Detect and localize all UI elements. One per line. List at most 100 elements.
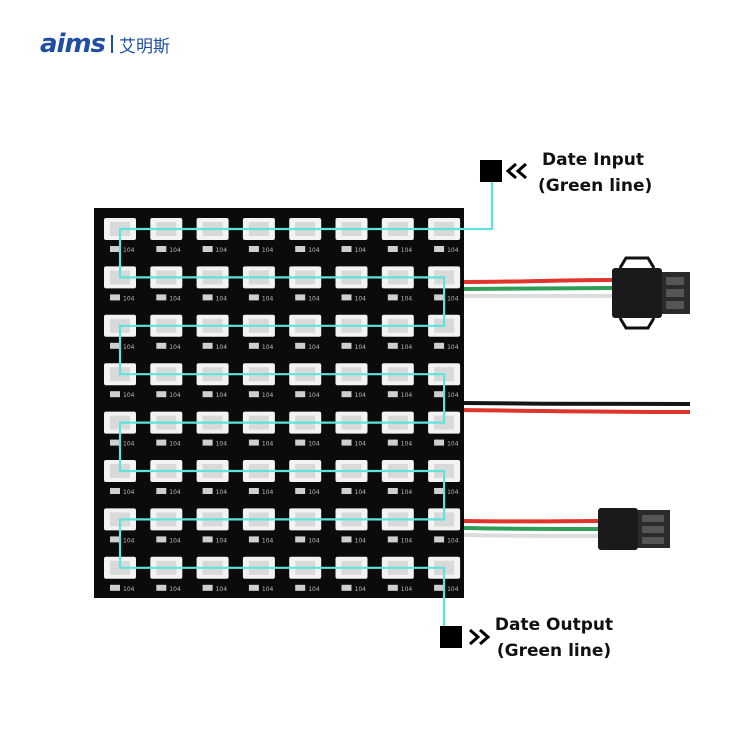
resistor-label: 104 (355, 586, 367, 593)
capacitor (387, 391, 398, 398)
capacitor (341, 246, 352, 252)
capacitor (341, 342, 352, 349)
data-input-subtitle: (Green line) (538, 176, 653, 196)
output-square-icon (440, 626, 462, 648)
capacitor (387, 536, 398, 543)
led-grid: 104 104 104 104 104 104 104 104 104 104 104 104 104 1… (104, 218, 461, 593)
capacitor (156, 391, 167, 398)
resistor-label: 104 (447, 295, 459, 302)
capacitor (248, 488, 259, 494)
resistor-label: 104 (401, 441, 413, 448)
brand-name: 艾明斯 (119, 36, 171, 57)
capacitor (387, 294, 398, 301)
logo-divider (111, 35, 114, 53)
resistor-label: 104 (216, 247, 228, 254)
capacitor (248, 294, 259, 301)
resistor-label: 104 (262, 392, 274, 399)
capacitor (156, 342, 167, 349)
capacitor (202, 536, 213, 543)
resistor-label: 104 (216, 392, 228, 399)
resistor-label: 104 (262, 441, 274, 448)
input-marker (480, 160, 527, 182)
output-marker (440, 626, 491, 648)
capacitor (156, 246, 167, 252)
resistor-label: 104 (308, 586, 320, 593)
resistor-label: 104 (262, 586, 274, 593)
brand-mark: aims (40, 29, 106, 59)
double-chevron-right-icon (469, 628, 491, 646)
resistor-label: 104 (355, 441, 367, 448)
resistor-label: 104 (401, 586, 413, 593)
resistor-label: 104 (401, 489, 413, 496)
resistor-label: 104 (123, 489, 135, 496)
power-leads (461, 401, 691, 414)
resistor-label: 104 (123, 537, 135, 544)
resistor-label: 104 (447, 441, 459, 448)
output-connector (598, 508, 670, 550)
capacitor (387, 342, 398, 349)
capacitor (434, 488, 445, 494)
resistor-label: 104 (123, 441, 135, 448)
resistor-label: 104 (447, 344, 459, 351)
resistor-label: 104 (355, 295, 367, 302)
resistor-label: 104 (401, 344, 413, 351)
resistor-label: 104 (123, 392, 135, 399)
capacitor (341, 391, 352, 398)
capacitor (156, 584, 167, 591)
capacitor (341, 294, 352, 301)
resistor-label: 104 (308, 344, 320, 351)
capacitor (434, 536, 445, 543)
resistor-label: 104 (355, 344, 367, 351)
capacitor (202, 488, 213, 494)
capacitor (434, 294, 445, 301)
data-output-title: Date Output (494, 615, 614, 635)
capacitor (434, 342, 445, 349)
resistor-label: 104 (216, 441, 228, 448)
resistor-label: 104 (169, 441, 181, 448)
resistor-label: 104 (123, 247, 135, 254)
capacitor (110, 342, 120, 349)
capacitor (387, 246, 398, 252)
resistor-label: 104 (401, 537, 413, 544)
input-connector (612, 256, 690, 330)
resistor-label: 104 (216, 295, 228, 302)
capacitor (295, 536, 306, 543)
capacitor (295, 246, 306, 252)
capacitor (434, 246, 445, 252)
resistor-label: 104 (216, 537, 228, 544)
resistor-label: 104 (123, 295, 135, 302)
resistor-label: 104 (169, 392, 181, 399)
resistor-label: 104 (216, 344, 228, 351)
capacitor (110, 294, 120, 301)
capacitor (295, 439, 306, 446)
resistor-label: 104 (447, 489, 459, 496)
capacitor (341, 536, 352, 543)
capacitor (248, 342, 259, 349)
capacitor (248, 584, 259, 591)
capacitor (110, 439, 120, 446)
resistor-label: 104 (355, 537, 367, 544)
resistor-label: 104 (308, 441, 320, 448)
resistor-label: 104 (169, 344, 181, 351)
resistor-label: 104 (123, 344, 135, 351)
capacitor (110, 246, 120, 252)
data-output-subtitle: (Green line) (496, 641, 612, 661)
resistor-label: 104 (447, 586, 459, 593)
resistor-label: 104 (308, 392, 320, 399)
data-line-path (118, 172, 494, 626)
capacitor (156, 294, 167, 301)
input-cable (461, 278, 613, 299)
capacitor (202, 246, 213, 252)
input-square-icon (480, 160, 502, 182)
resistor-label: 104 (169, 247, 181, 254)
data-input-title: Date Input (542, 150, 644, 170)
resistor-label: 104 (169, 537, 181, 544)
capacitor (387, 488, 398, 494)
data-input-label: Date Input (Green line) (538, 147, 653, 199)
capacitor (434, 391, 445, 398)
resistor-label: 104 (262, 247, 274, 254)
capacitor (295, 488, 306, 494)
capacitor (202, 342, 213, 349)
capacitor (341, 584, 352, 591)
resistor-label: 104 (169, 586, 181, 593)
